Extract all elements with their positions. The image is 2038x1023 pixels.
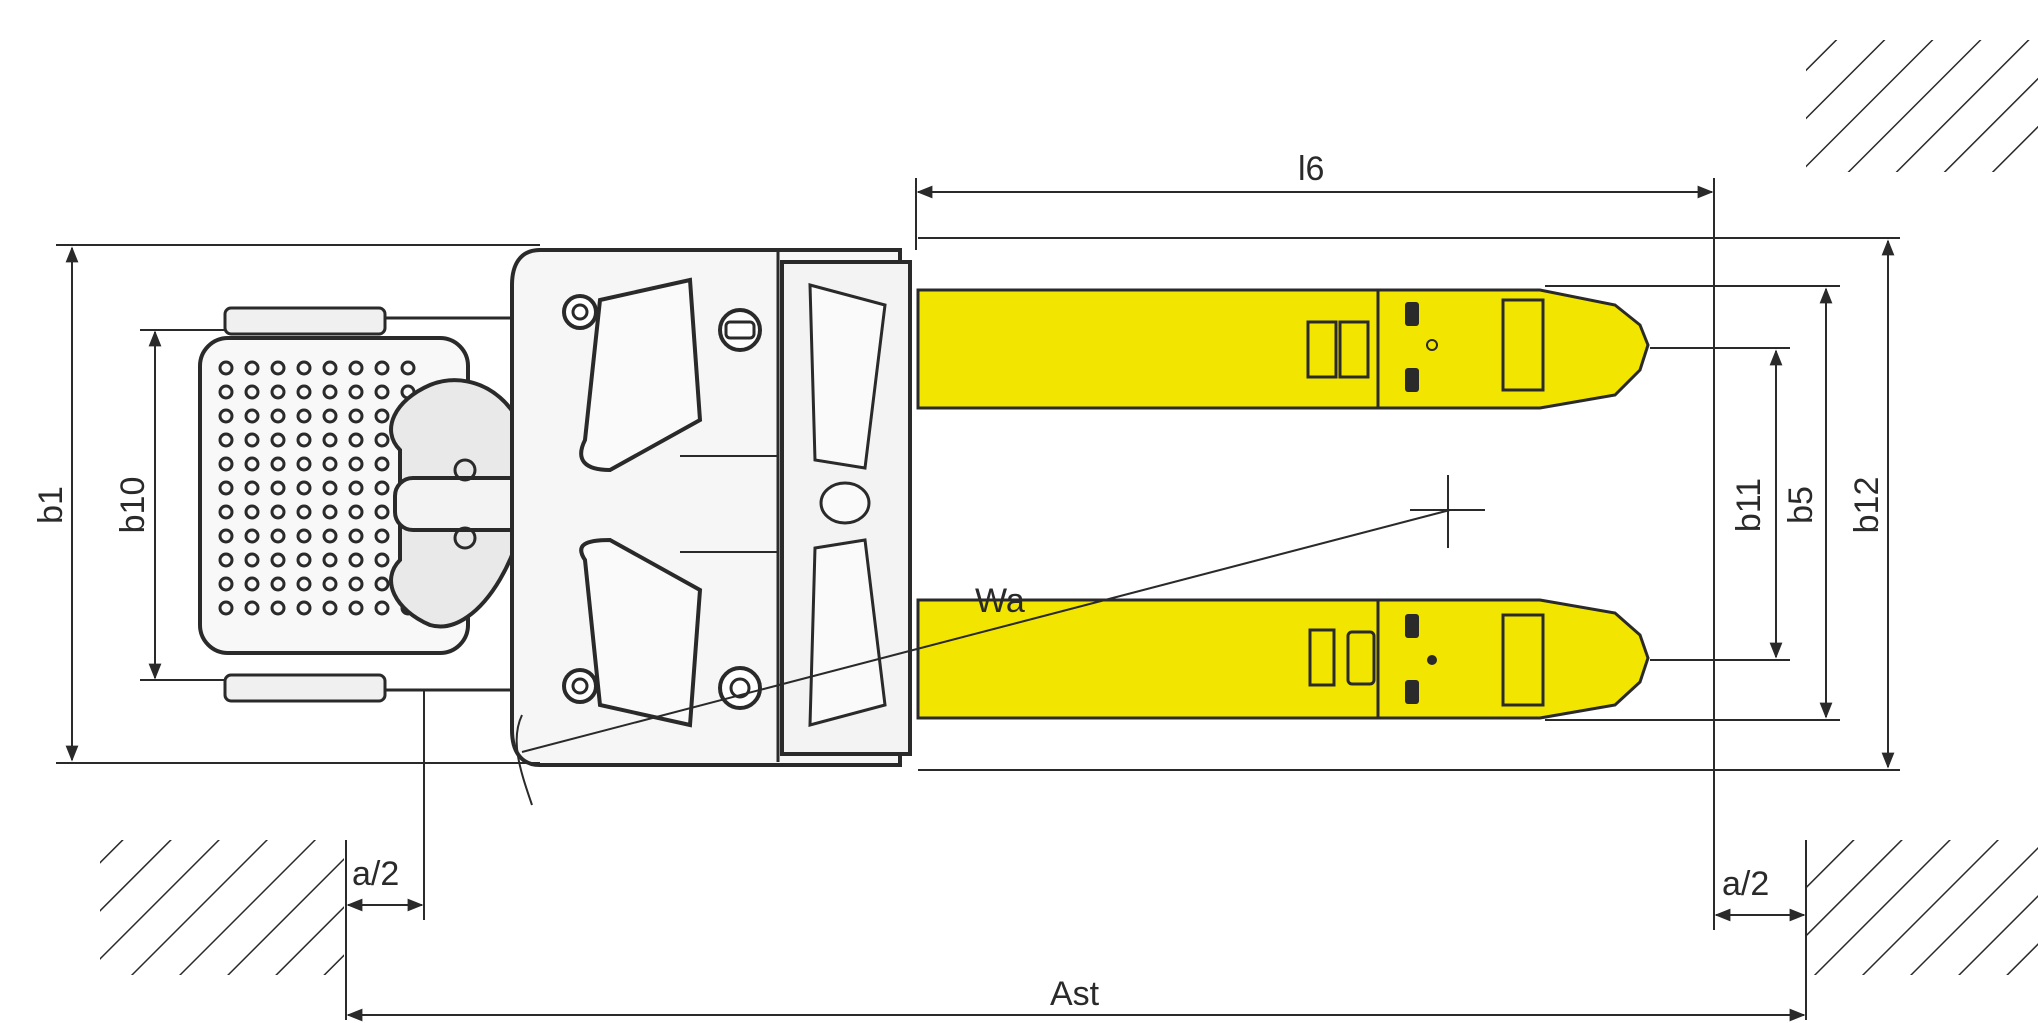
- label-b1: b1: [32, 486, 70, 524]
- label-ast: Ast: [1050, 975, 1100, 1013]
- label-b5: b5: [1782, 486, 1820, 524]
- platform-dots: [218, 360, 416, 616]
- fork-top: [916, 288, 1650, 410]
- dimension-labels: l6 b1 b10 b11 b5 b12 Wa a/2 a/2 Ast: [32, 150, 1886, 1013]
- label-a2-right: a/2: [1722, 865, 1769, 903]
- label-wa: Wa: [975, 582, 1025, 620]
- label-b11: b11: [1730, 478, 1768, 532]
- label-b10: b10: [114, 477, 152, 534]
- forks: [916, 288, 1650, 720]
- label-b12: b12: [1848, 477, 1886, 534]
- label-a2-left: a/2: [352, 855, 399, 893]
- wall-bottom-left: [100, 840, 344, 975]
- aisle-walls: [100, 40, 2038, 975]
- label-l6: l6: [1298, 150, 1324, 188]
- wall-bottom-right: [1806, 840, 2038, 975]
- dimension-lines: [56, 178, 1900, 1022]
- wall-top-right: [1806, 40, 2038, 172]
- fork-bottom: [916, 598, 1650, 720]
- truck-chassis: [510, 248, 912, 767]
